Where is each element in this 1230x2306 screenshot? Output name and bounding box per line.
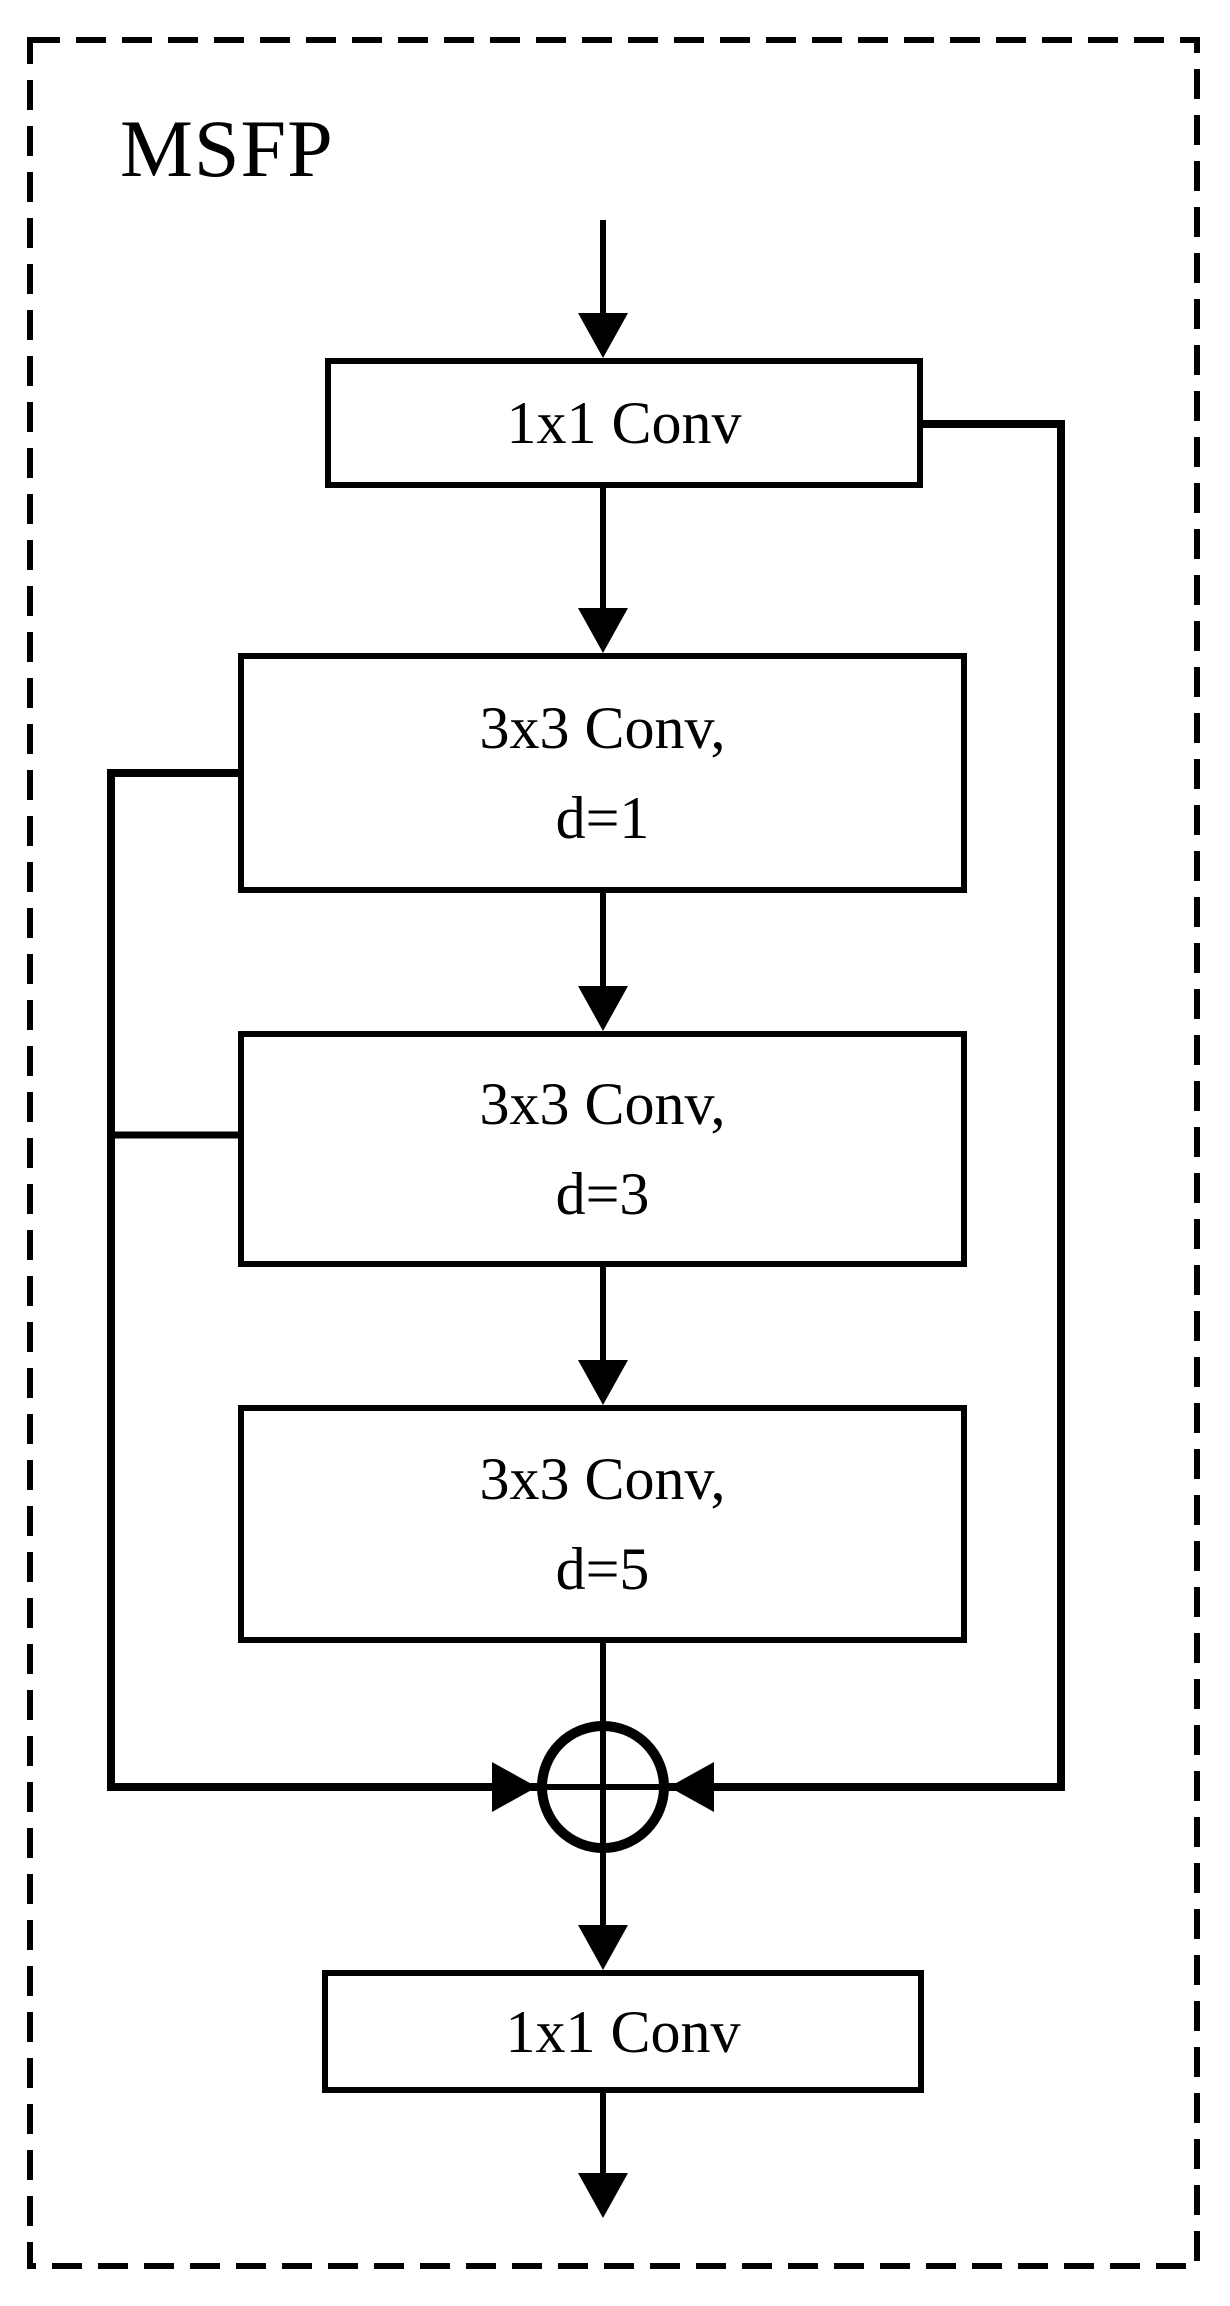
sum-plus-icon — [492, 1721, 714, 1853]
arrow-d1-to-d3 — [578, 893, 628, 1031]
conv3x3-d3-label-line1: 3x3 Conv, — [479, 1071, 726, 1137]
input-arrow — [578, 220, 628, 358]
conv3x3-d1-label-line2: d=1 — [555, 785, 650, 851]
conv3x3-d1-label-line1: 3x3 Conv, — [479, 695, 726, 761]
conv1x1-bottom-label: 1x1 Conv — [505, 1998, 741, 2065]
conv1x1-top-label: 1x1 Conv — [506, 390, 742, 456]
conv1x1-bottom-box: 1x1 Conv — [322, 1970, 924, 2093]
arrowhead-into-sum-left — [492, 1762, 537, 1812]
module-dashed-border — [27, 37, 1200, 2269]
conv3x3-d5-label-line2: d=5 — [555, 1536, 650, 1602]
conv1x1-top-box: 1x1 Conv — [325, 358, 923, 488]
skip-connection-left — [107, 769, 540, 1791]
output-arrow — [578, 2093, 628, 2218]
conv3x3-d5-box: 3x3 Conv, d=5 — [238, 1405, 967, 1643]
module-title: MSFP — [120, 103, 334, 194]
line-d5-through-sum — [578, 1643, 628, 1970]
conv3x3-d1-box: 3x3 Conv, d=1 — [238, 653, 967, 893]
conv3x3-d3-box: 3x3 Conv, d=3 — [238, 1031, 967, 1267]
skip-connection-right — [666, 420, 1065, 1791]
arrow-conv1-to-d1 — [578, 488, 628, 653]
conv3x3-d3-label-line2: d=3 — [555, 1161, 650, 1227]
arrowhead-into-sum-right — [669, 1762, 714, 1812]
conv3x3-d5-label-line1: 3x3 Conv, — [479, 1446, 726, 1512]
arrow-d3-to-d5 — [578, 1267, 628, 1405]
